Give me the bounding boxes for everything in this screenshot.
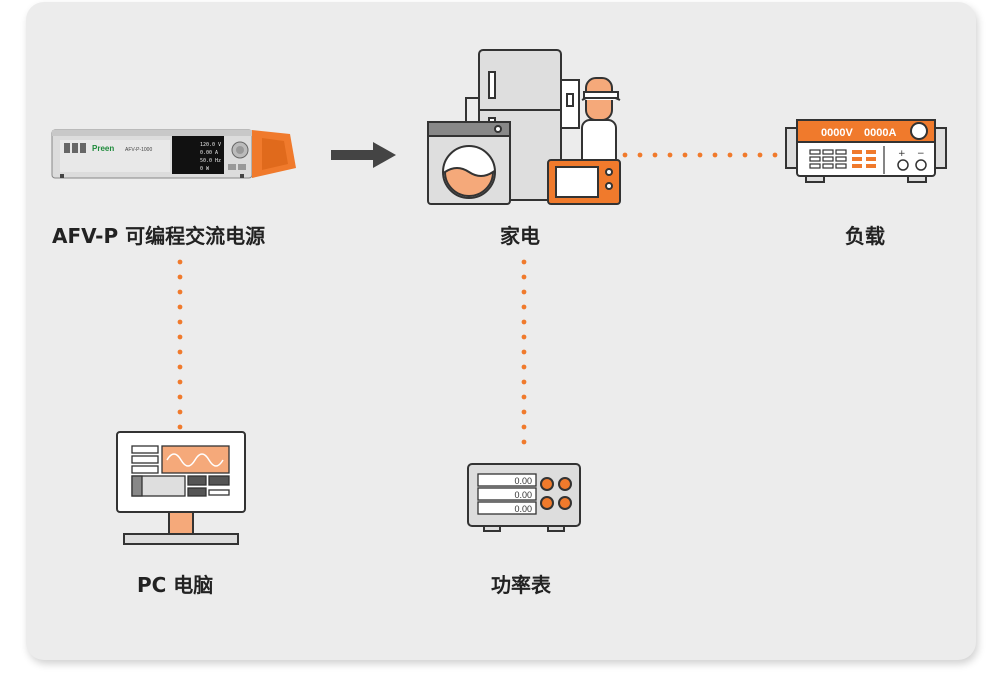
svg-text:−: − [917,149,925,159]
electronic-load-icon: + − [785,119,947,183]
brand-text: Preen [92,144,114,153]
model-text: AFV-P-1000 [125,147,152,153]
connection-appliances-load [622,152,778,158]
meter-reading-1: 0.00 [514,476,532,486]
appliances-label: 家电 [500,224,540,248]
meter-reading-3: 0.00 [514,504,532,514]
pc-label: PC 电脑 [137,573,214,597]
screen-line-3: 50.0 Hz [200,158,221,164]
power-meter-icon [467,463,581,532]
meter-reading-2: 0.00 [514,490,532,500]
power-meter-label: 功率表 [491,573,551,597]
screen-line-1: 120.0 V [200,142,221,148]
load-current-display: 0000A [864,127,896,139]
svg-text:+: + [898,149,906,159]
screen-line-2: 0.00 A [200,150,218,156]
screen-line-4: 0 W [200,166,210,172]
load-label: 负载 [845,224,885,248]
arrow-right-icon [331,142,396,168]
connection-source-pc [177,259,183,430]
load-voltage-display: 0000V [821,127,853,139]
source-label: AFV-P 可编程交流电源 [52,224,266,248]
connection-appliances-meter [521,259,527,445]
appliances-icon [427,49,621,205]
ac-power-source-icon: Preen AFV-P-1000 120.0 V 0.00 A 50.0 Hz … [51,129,296,179]
pc-monitor-icon [116,431,246,545]
